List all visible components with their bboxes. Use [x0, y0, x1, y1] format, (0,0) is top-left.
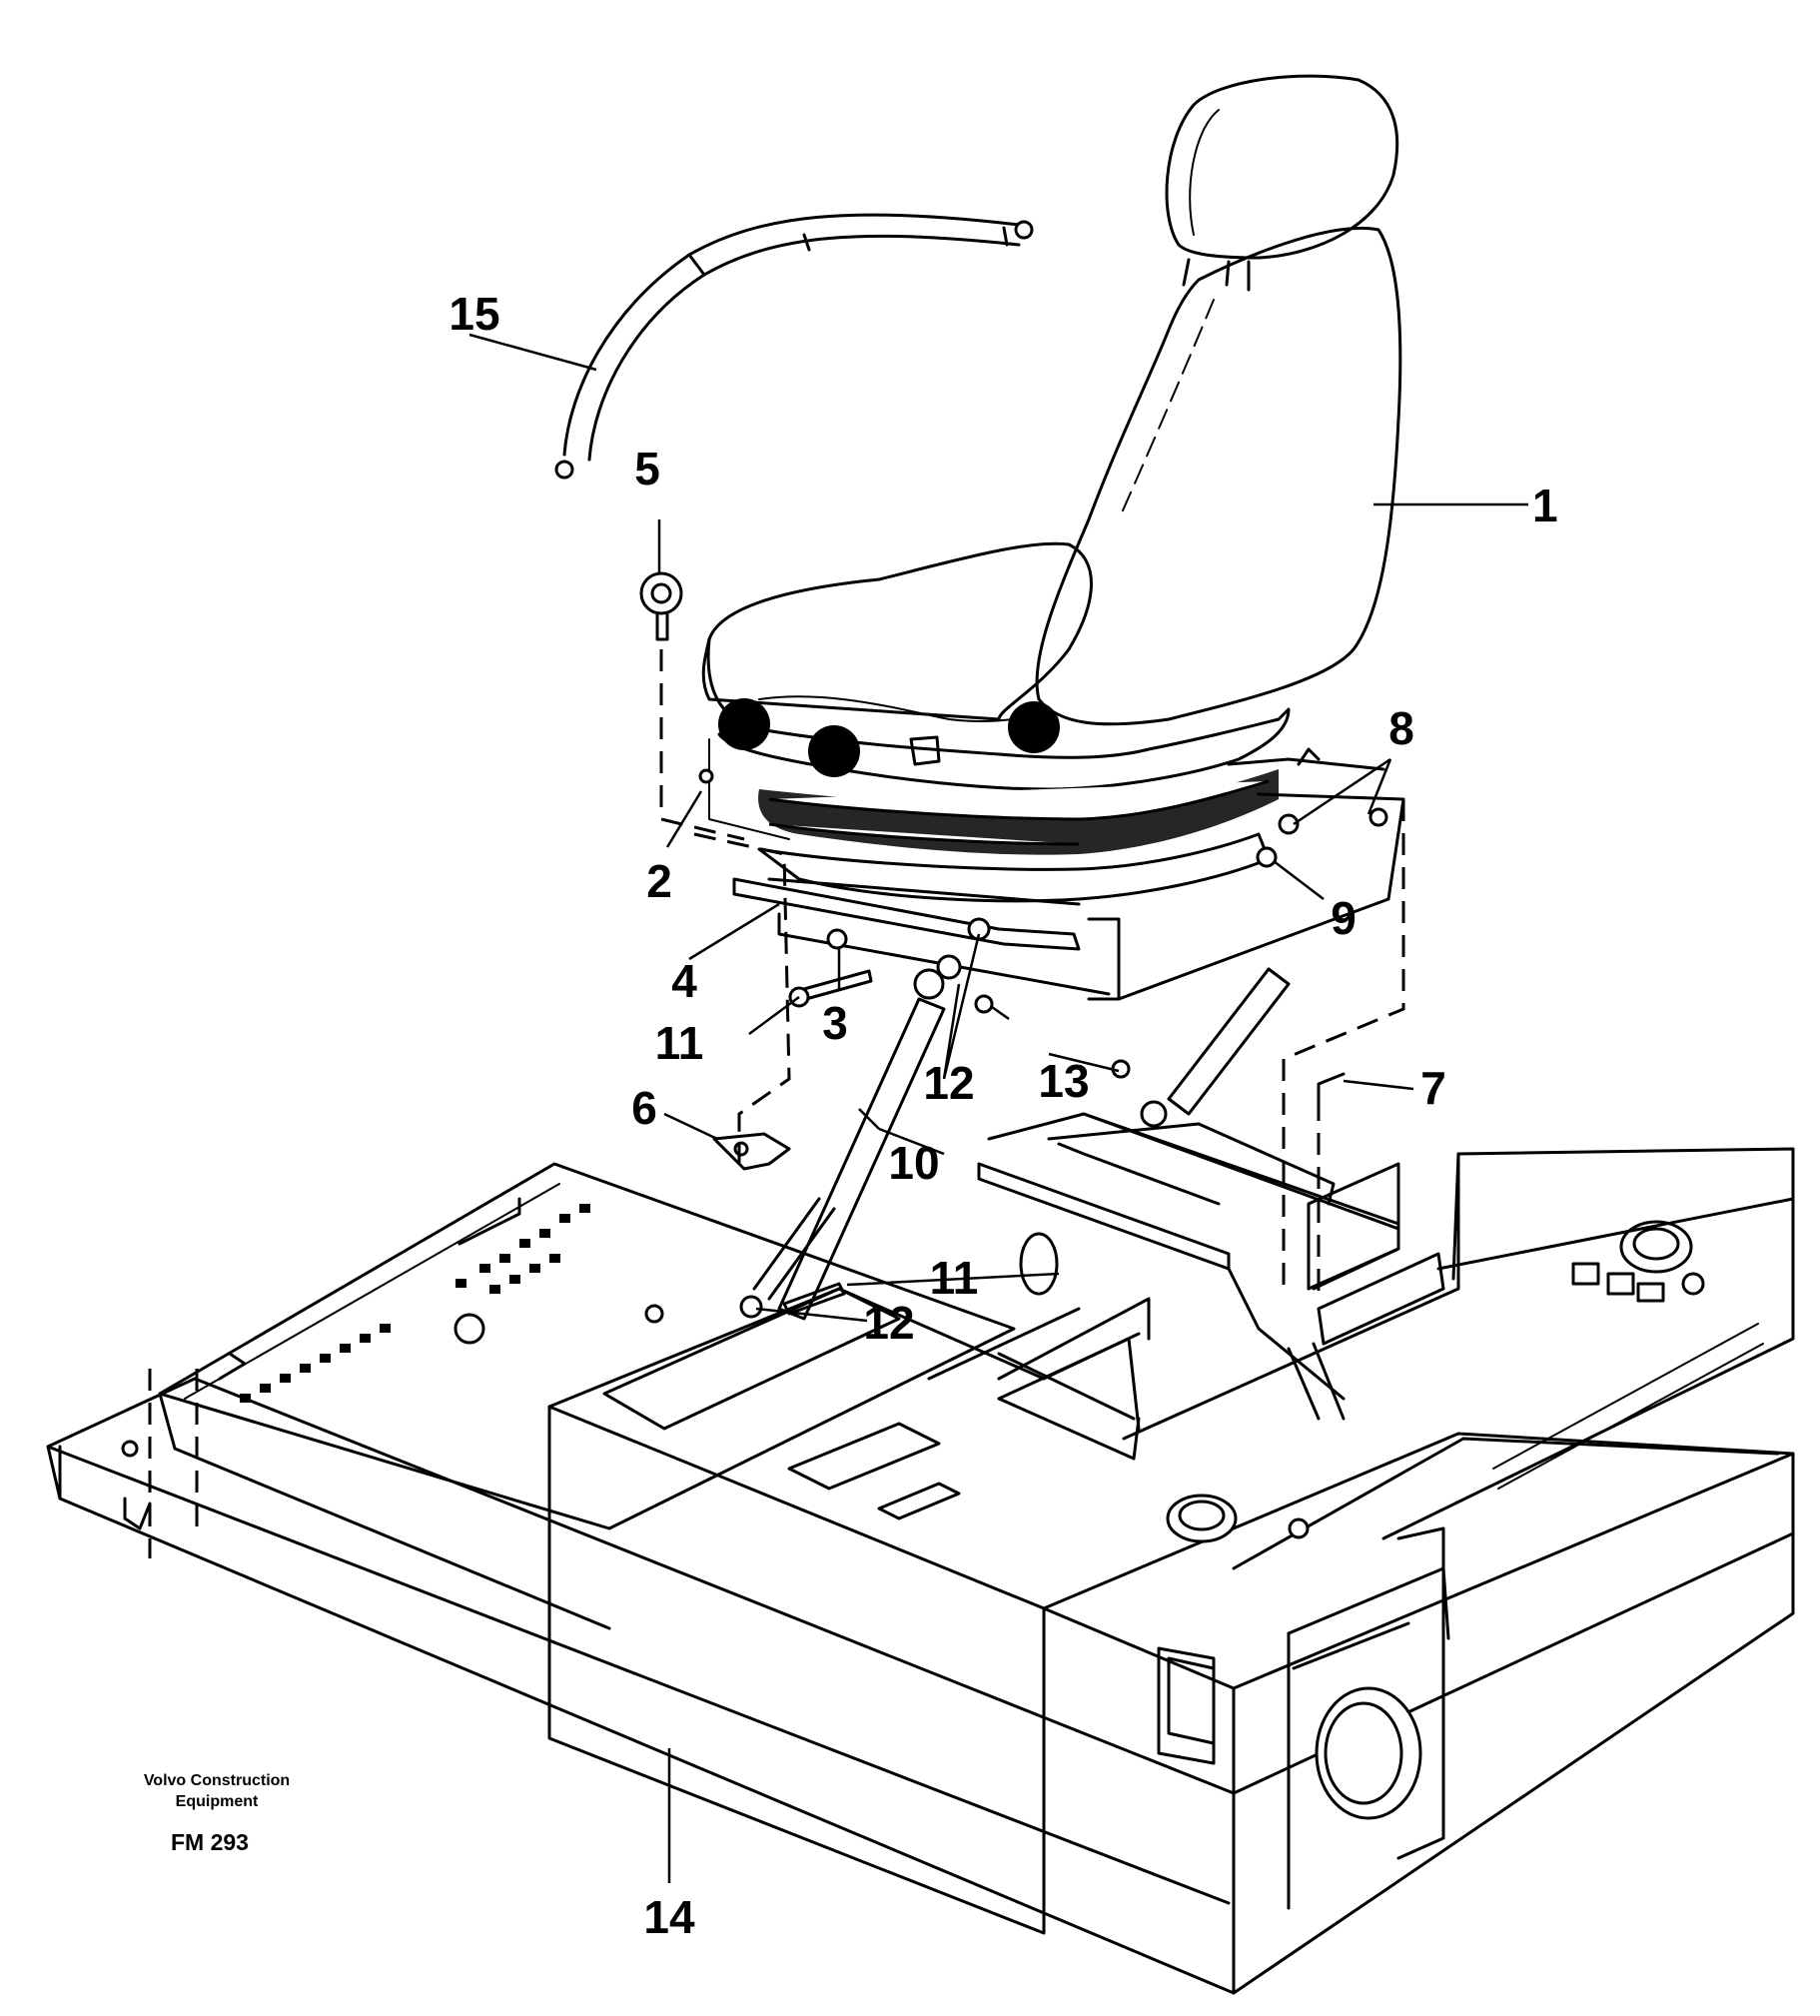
callout-9: 9 — [1331, 892, 1357, 944]
leader-lines — [468, 333, 1528, 1883]
figure-code: FM 293 — [171, 1829, 249, 1855]
callout-2: 2 — [646, 855, 672, 907]
gas-strut — [752, 967, 1291, 1321]
publisher-credit: Volvo Construction Equipment FM 293 — [144, 1772, 290, 1855]
small-hardware — [639, 571, 1388, 1324]
callout-5: 5 — [634, 443, 660, 495]
callout-6: 6 — [631, 1082, 657, 1134]
cab-floor-frame — [46, 1112, 1795, 1995]
callout-11-lower: 11 — [930, 1252, 979, 1304]
callout-13: 13 — [1038, 1055, 1089, 1107]
callout-1: 1 — [1532, 480, 1558, 531]
callout-15: 15 — [449, 288, 499, 340]
callout-14: 14 — [643, 1891, 695, 1943]
callout-4: 4 — [671, 955, 697, 1007]
credit-line-2: Equipment — [176, 1793, 259, 1810]
callout-10: 10 — [888, 1137, 939, 1189]
callout-12-upper: 12 — [923, 1057, 974, 1109]
callout-11-upper: 11 — [655, 1017, 704, 1069]
assembly-lines — [148, 649, 1405, 1558]
operator-seat — [701, 74, 1405, 1001]
callout-8: 8 — [1388, 702, 1414, 754]
seat-belt — [554, 213, 1034, 480]
callout-12-lower: 12 — [863, 1297, 914, 1349]
credit-line-1: Volvo Construction — [144, 1772, 290, 1789]
callout-7: 7 — [1420, 1062, 1446, 1114]
callout-3: 3 — [822, 997, 848, 1049]
callout-labels: 1 2 3 4 5 6 7 8 9 10 11 11 12 12 13 14 1… — [449, 288, 1557, 1943]
